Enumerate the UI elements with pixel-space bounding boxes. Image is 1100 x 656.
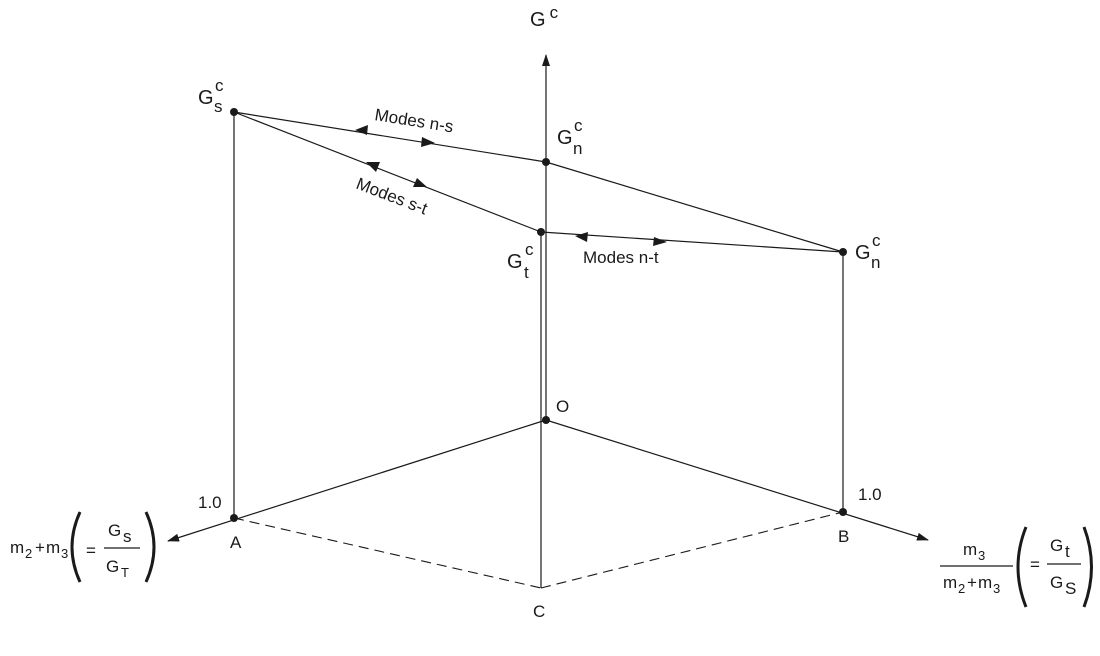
- left-axis-label: m 2 + m 3 = G s G T: [10, 511, 156, 583]
- svg-text:2: 2: [25, 546, 32, 561]
- svg-text:m: m: [943, 573, 957, 592]
- tick-label-right: 1.0: [858, 485, 882, 504]
- svg-text:3: 3: [978, 548, 985, 563]
- svg-text:m: m: [10, 538, 24, 557]
- node-label-gs: G: [198, 87, 214, 109]
- node-label-gt-sup: c: [525, 240, 534, 259]
- svg-text:=: =: [1030, 555, 1040, 574]
- dot-gn-right: [839, 248, 847, 256]
- point-label-c: C: [533, 602, 545, 621]
- svg-text:G: G: [1050, 573, 1063, 592]
- node-label-gn-top-sub: n: [573, 139, 582, 158]
- right-axis-label: m 3 m 2 + m 3 = G t G S: [940, 526, 1093, 608]
- node-label-gt: G: [507, 251, 523, 273]
- svg-text:+: +: [967, 573, 977, 592]
- svg-text:3: 3: [61, 546, 68, 561]
- dashed-line-ac: [233, 517, 542, 589]
- svg-text:=: =: [86, 541, 96, 560]
- node-label-gn-right: G: [855, 242, 871, 264]
- svg-text:m: m: [963, 540, 977, 559]
- dot-gn-top: [542, 158, 550, 166]
- path-label-modes-nt: Modes n-t: [583, 248, 659, 267]
- line-gs-gt: [233, 111, 542, 233]
- node-label-gn-right-sub: n: [871, 253, 880, 272]
- point-label-b: B: [838, 527, 849, 546]
- arrowhead-st-right: [413, 178, 427, 187]
- dot-gs: [230, 108, 238, 116]
- dot-a: [230, 514, 238, 522]
- svg-text:T: T: [121, 565, 129, 580]
- line-gn-gnright: [545, 161, 844, 253]
- svg-text:+: +: [35, 538, 45, 557]
- line-gt-gnright: [540, 231, 844, 253]
- svg-text:t: t: [1065, 542, 1070, 561]
- arrowhead-ns-left: [355, 125, 368, 135]
- arrowhead-nt-right: [653, 237, 667, 246]
- svg-text:m: m: [46, 538, 60, 557]
- svg-text:S: S: [1065, 579, 1076, 598]
- arrowhead-ns-right: [421, 137, 435, 147]
- node-label-gs-sup: c: [215, 76, 224, 95]
- dot-gt: [537, 228, 545, 236]
- svg-text:G: G: [108, 521, 121, 540]
- tick-label-left: 1.0: [198, 493, 222, 512]
- line-gs-gn: [233, 111, 547, 163]
- point-label-o: O: [556, 397, 569, 416]
- path-label-modes-ns: Modes n-s: [373, 105, 454, 136]
- left-axis: [167, 419, 547, 542]
- svg-text:G: G: [106, 557, 119, 576]
- svg-text:m: m: [978, 573, 992, 592]
- node-label-gn-top-sup: c: [574, 116, 583, 135]
- svg-text:s: s: [123, 527, 132, 546]
- node-label-gn-right-sup: c: [872, 231, 881, 250]
- arrowhead-st-left: [366, 162, 380, 172]
- point-label-a: A: [230, 533, 242, 552]
- dashed-line-cb: [540, 511, 844, 589]
- dot-b: [839, 508, 847, 516]
- svg-text:2: 2: [958, 581, 965, 596]
- node-label-gn-top: G: [557, 127, 573, 149]
- right-axis: [545, 419, 929, 541]
- arrowhead-nt-left: [575, 232, 588, 242]
- dot-o: [542, 416, 550, 424]
- svg-text:G: G: [1050, 536, 1063, 555]
- node-label-gt-sub: t: [524, 263, 529, 282]
- svg-text:3: 3: [993, 581, 1000, 596]
- node-label-gs-sub: s: [214, 97, 223, 116]
